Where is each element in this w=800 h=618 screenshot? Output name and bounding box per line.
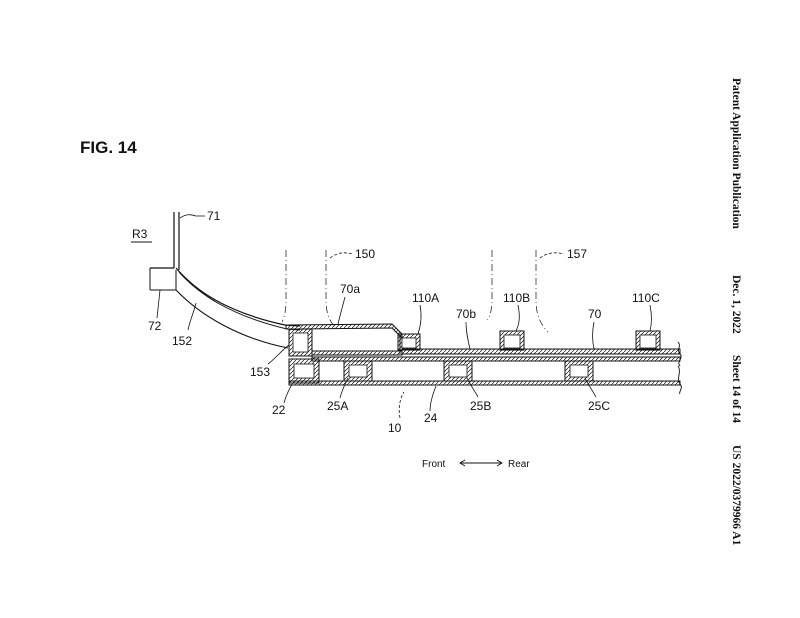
- leader-70: [592, 321, 595, 350]
- label-152: 152: [172, 334, 192, 348]
- leader-110A: [417, 304, 422, 335]
- label-24: 24: [424, 411, 438, 425]
- cross-member-110A-inner: [401, 337, 417, 349]
- leader-24: [429, 385, 437, 412]
- break-line-lower: [677, 365, 682, 395]
- phantom-line-150: [325, 250, 337, 329]
- direction-rear: Rear: [508, 459, 530, 470]
- leader-70b: [465, 321, 471, 350]
- phantom-line-left: [281, 250, 287, 323]
- side-member-22-inner: [293, 363, 315, 379]
- page-header: Patent Application Publication Dec. 1, 2…: [730, 78, 742, 545]
- label-10: 10: [388, 421, 402, 435]
- cross-member-110B-inner: [503, 334, 521, 349]
- label-110A: 110A: [412, 291, 439, 305]
- figure-title: FIG. 14: [80, 138, 137, 157]
- header-sheet: Sheet 14 of 14: [730, 355, 742, 424]
- label-70b: 70b: [456, 307, 476, 321]
- leader-71: [179, 214, 205, 219]
- leader-110C: [649, 304, 652, 332]
- leader-110B: [515, 304, 520, 332]
- curved-panel-upper-2: [178, 271, 301, 331]
- direction-front: Front: [422, 459, 446, 470]
- label-110B: 110B: [503, 291, 530, 305]
- label-71: 71: [207, 209, 221, 223]
- section-label-r3: R3: [132, 227, 148, 241]
- leader-25C: [584, 377, 597, 398]
- label-153: 153: [250, 365, 270, 379]
- lower-cross-25B-inner: [448, 364, 468, 378]
- leader-70a: [337, 296, 346, 325]
- leader-22: [283, 383, 293, 404]
- label-22: 22: [272, 403, 286, 417]
- cross-member-110C-inner: [639, 334, 657, 349]
- label-150: 150: [355, 247, 375, 261]
- lower-cross-25C-inner: [569, 364, 589, 378]
- label-70: 70: [588, 307, 602, 321]
- leader-150: [329, 252, 353, 259]
- break-line-upper: [677, 341, 682, 367]
- leader-25A: [339, 377, 349, 399]
- lower-cross-25A-inner: [348, 364, 368, 378]
- label-25A: 25A: [327, 399, 348, 413]
- label-110C: 110C: [632, 291, 660, 305]
- leader-153: [267, 344, 290, 365]
- label-72: 72: [148, 319, 162, 333]
- double-arrow-icon: [459, 459, 503, 467]
- label-70a: 70a: [340, 282, 360, 296]
- leader-25B: [466, 377, 479, 398]
- lower-floor-24-bottom: [288, 380, 681, 386]
- label-157: 157: [567, 247, 587, 261]
- phantom-line-mid: [486, 250, 493, 321]
- phantom-line-157: [535, 250, 549, 333]
- header-publication: Patent Application Publication: [730, 78, 742, 229]
- leader-10: [398, 391, 405, 419]
- leader-152: [187, 302, 197, 331]
- curved-panel-upper: [175, 267, 301, 327]
- leader-157: [539, 252, 565, 259]
- curved-panel-lower: [175, 289, 289, 349]
- lower-floor-24-top: [311, 356, 681, 362]
- leader-72: [156, 289, 161, 319]
- side-sill-153-inner: [292, 332, 309, 353]
- header-number: US 2022/0379966 A1: [730, 444, 742, 546]
- label-25C: 25C: [588, 399, 610, 413]
- floor-panel-70a: [285, 323, 403, 340]
- floor-panel-70-lower: [311, 350, 403, 356]
- header-date: Dec. 1, 2022: [730, 274, 742, 334]
- label-25B: 25B: [470, 399, 491, 413]
